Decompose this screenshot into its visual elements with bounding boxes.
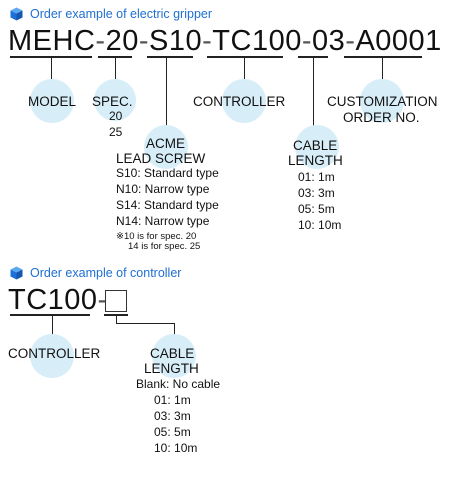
cable-option: 03: 3m <box>154 409 191 423</box>
lead-screw-note-line1: ※10 is for spec. 20 <box>116 231 197 242</box>
circle-spec <box>94 79 136 121</box>
lead-screw-option: S10: Standard type <box>116 166 219 180</box>
circle-customization <box>360 79 404 123</box>
circle-cable-2 <box>152 334 196 378</box>
code-customization: A0001 <box>355 25 442 57</box>
underline-cable-2 <box>104 314 128 316</box>
connector-cable-2-horizontal <box>116 323 175 324</box>
underline-model <box>10 56 92 58</box>
code-dash: - <box>345 25 356 57</box>
code-cable-length: 03 <box>312 25 346 57</box>
connector-lead-screw <box>166 57 167 127</box>
section-title-gripper: Order example of electric gripper <box>30 7 213 21</box>
code-dash: - <box>95 25 106 57</box>
underline-customization <box>344 56 422 58</box>
section-title-controller: Order example of controller <box>30 266 182 280</box>
circle-controller-2 <box>30 334 74 378</box>
label-lead-screw-line1: ACME <box>146 136 186 151</box>
label-cable-2-line1: CABLE <box>150 346 195 361</box>
spec-option: 20 <box>109 109 123 123</box>
controller-order-code: TC100- <box>8 286 108 315</box>
underline-controller-2 <box>10 314 90 316</box>
cable-option: 10: 10m <box>154 441 198 455</box>
underline-lead-screw <box>147 56 193 58</box>
cable-option: 05: 5m <box>298 202 335 216</box>
blue-cube-icon <box>10 7 23 21</box>
cable-options: 01: 1m 03: 3m 05: 5m 10: 10m <box>298 169 341 233</box>
code-dash: - <box>301 25 312 57</box>
code-controller: TC100 <box>212 25 302 57</box>
label-controller-2: CONTROLLER <box>8 346 101 361</box>
connector-model <box>51 57 52 79</box>
connector-controller <box>244 57 245 79</box>
cable-option: 10: 10m <box>298 218 342 232</box>
connector-customization <box>382 57 383 79</box>
cable-options-2: Blank: No cable 01: 1m 03: 3m 05: 5m 10:… <box>136 376 220 456</box>
circle-cable <box>295 125 339 169</box>
cable-option: 03: 3m <box>298 186 335 200</box>
label-customization-line1: CUSTOMIZATION <box>327 94 438 109</box>
circle-controller <box>222 79 266 123</box>
cable-placeholder-box <box>105 290 127 312</box>
code-model: MEHC <box>8 25 96 57</box>
underline-cable <box>298 56 328 58</box>
label-spec: SPEC. <box>92 94 133 109</box>
label-customization-line2: ORDER NO. <box>343 110 420 125</box>
connector-cable-2 <box>116 315 117 324</box>
code-dash: - <box>97 284 108 316</box>
label-cable-line1: CABLE <box>293 138 338 153</box>
label-controller: CONTROLLER <box>193 94 286 109</box>
lead-screw-options: S10: Standard type N10: Narrow type S14:… <box>116 165 219 229</box>
connector-spec <box>115 57 116 79</box>
code-controller: TC100 <box>8 284 98 316</box>
code-spec: 20 <box>105 25 139 57</box>
connector-cable <box>313 57 314 127</box>
label-cable-line2: LENGTH <box>288 153 343 168</box>
cable-option: 05: 5m <box>154 425 191 439</box>
code-dash: - <box>202 25 213 57</box>
circle-lead-screw <box>144 125 188 169</box>
lead-screw-option: N10: Narrow type <box>116 182 210 196</box>
lead-screw-option: N14: Narrow type <box>116 214 210 228</box>
cable-option: Blank: No cable <box>136 377 221 391</box>
label-model: MODEL <box>28 94 77 109</box>
label-cable-2-line2: LENGTH <box>144 361 199 376</box>
underline-controller <box>207 56 283 58</box>
gripper-order-code: MEHC-20-S10-TC100-03-A0001 <box>8 27 442 56</box>
cable-option: 01: 1m <box>154 393 191 407</box>
label-lead-screw-line2: LEAD SCREW <box>116 151 206 166</box>
blue-cube-icon <box>10 266 23 280</box>
lead-screw-note-line2: 14 is for spec. 25 <box>128 241 201 252</box>
lead-screw-option: S14: Standard type <box>116 198 219 212</box>
underline-spec <box>98 56 132 58</box>
cable-option: 01: 1m <box>298 170 335 184</box>
connector-cable-2-drop <box>174 323 175 339</box>
connector-controller-2 <box>52 315 53 339</box>
circle-model <box>30 79 74 123</box>
spec-option: 25 <box>109 125 123 139</box>
code-lead-screw: S10 <box>149 25 203 57</box>
code-dash: - <box>138 25 149 57</box>
